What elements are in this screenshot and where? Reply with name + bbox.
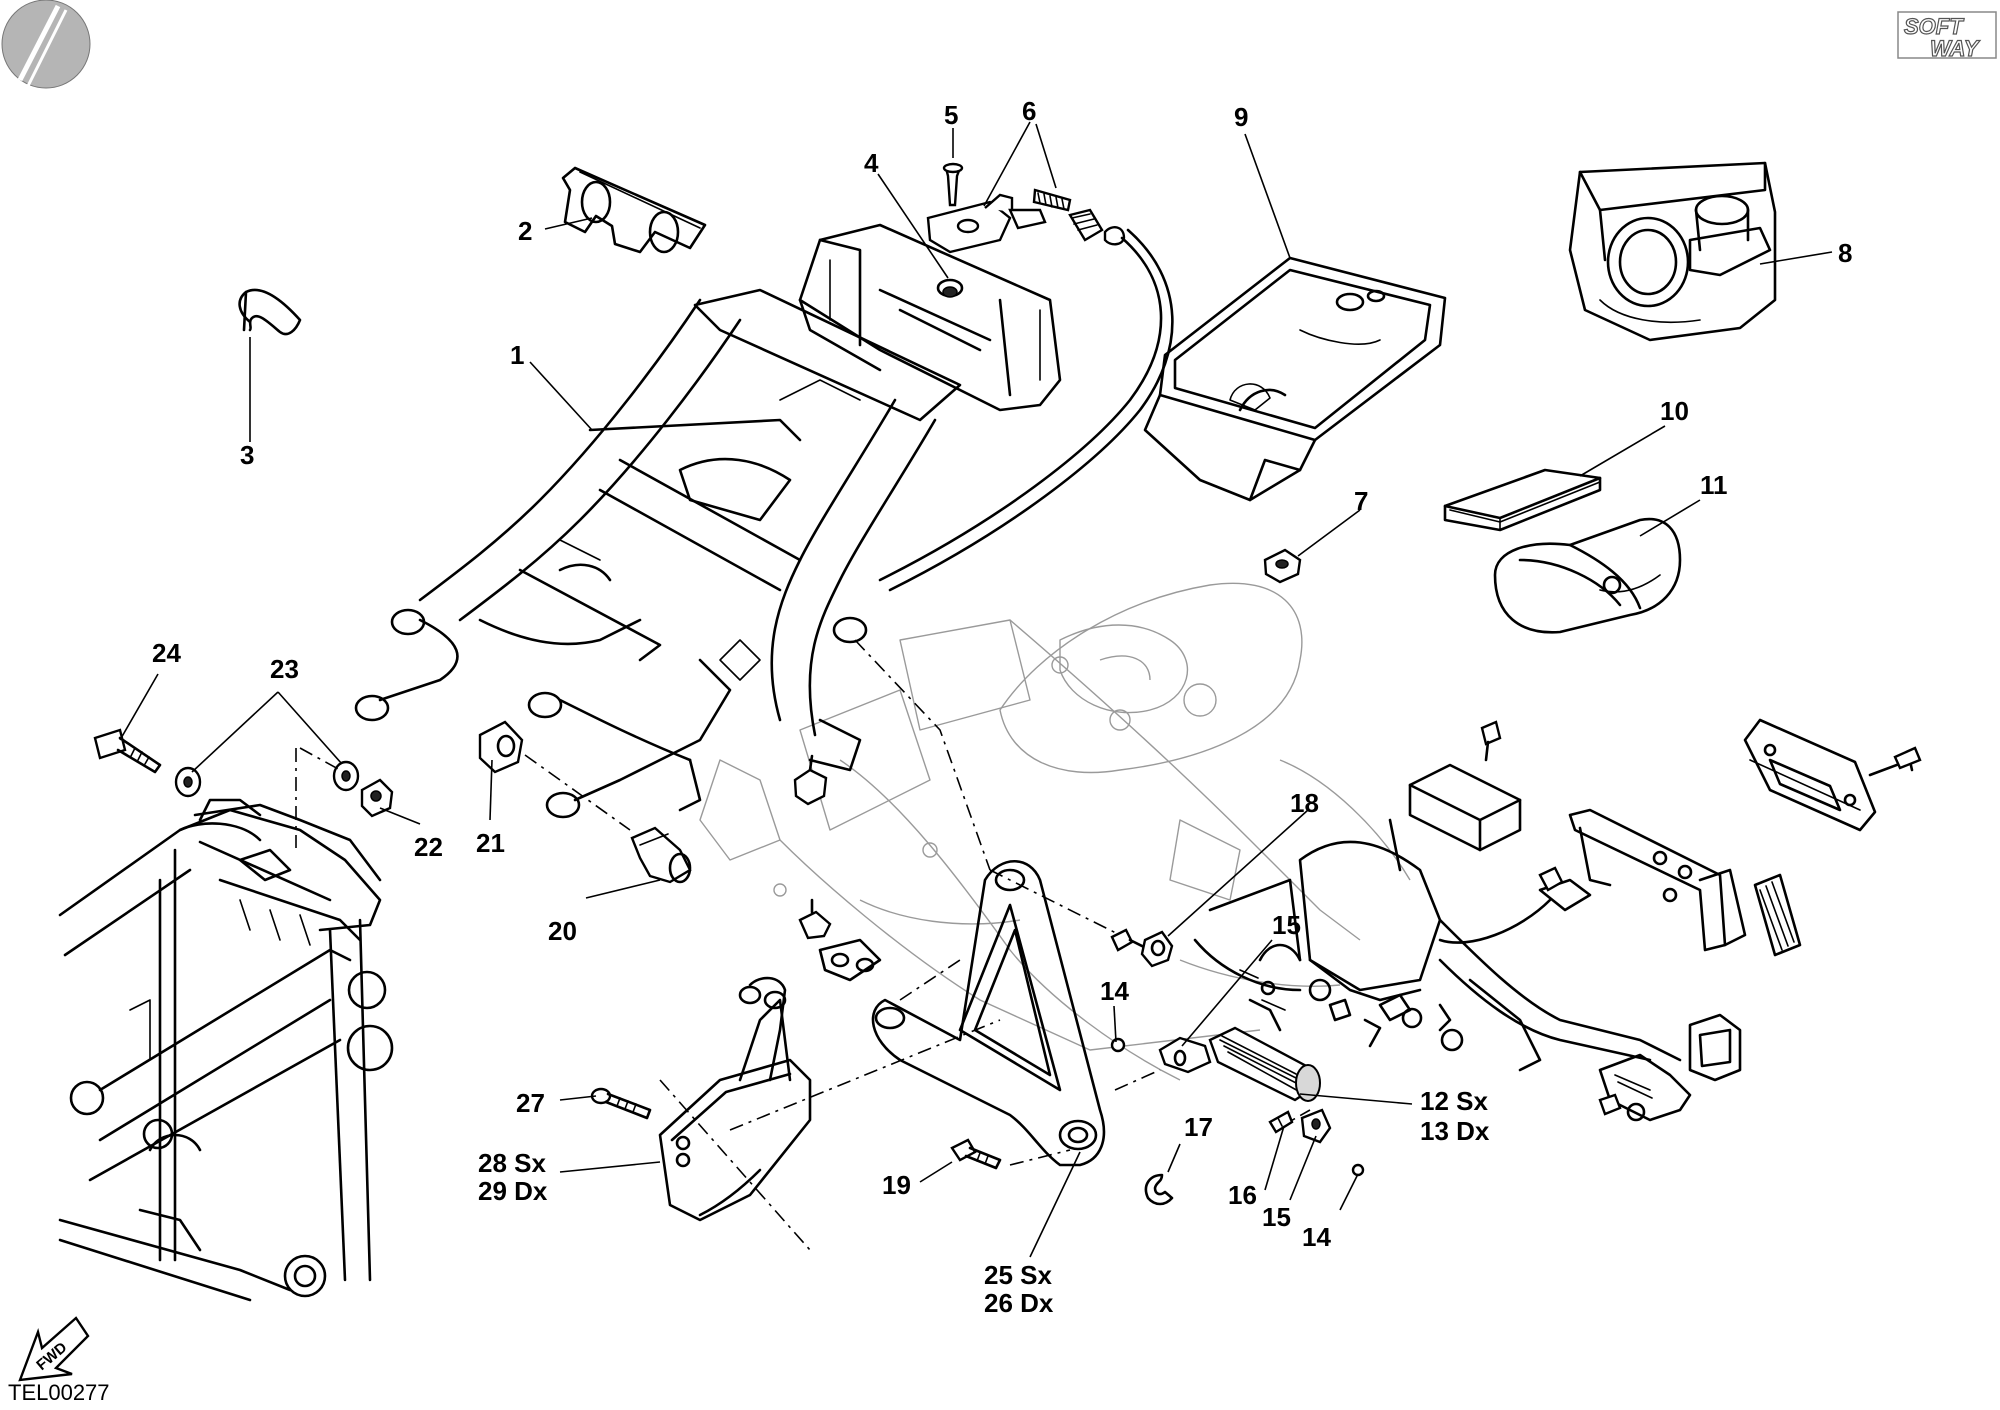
fasteners-left <box>93 720 692 884</box>
part-19-bolt <box>950 1138 1002 1170</box>
callout-26: 26 Dx <box>984 1288 1054 1318</box>
part-9-tray <box>1143 256 1447 502</box>
callout-14b: 14 <box>1302 1222 1331 1252</box>
part-25-footpeg-hanger <box>871 859 1106 1167</box>
callout-17: 17 <box>1184 1112 1213 1142</box>
corner-logo-icon <box>1 0 91 89</box>
callout-20: 20 <box>548 916 577 946</box>
callout-10: 10 <box>1660 396 1689 426</box>
part-2-clamp-bracket <box>561 166 707 254</box>
assembly-axes <box>659 639 1311 1251</box>
callout-labels: 1 2 3 4 5 6 7 8 9 10 11 12 Sx 13 Dx 14 1… <box>152 96 1852 1318</box>
forward-direction-arrow-icon: FWD <box>18 1316 90 1382</box>
misc-fasteners <box>738 754 1452 1082</box>
part-28-heel-guard <box>658 998 812 1222</box>
rear-subframe <box>354 288 962 819</box>
logo-text-bottom: WAY <box>1930 36 1981 61</box>
part-8-housing <box>1568 161 1777 342</box>
part-10-booklet <box>1443 468 1602 532</box>
callout-21: 21 <box>476 828 505 858</box>
callout-19: 19 <box>882 1170 911 1200</box>
softway-logo: SOFT WAY <box>1897 11 1997 62</box>
callout-23: 23 <box>270 654 299 684</box>
main-frame <box>58 798 394 1302</box>
callout-9: 9 <box>1234 102 1248 132</box>
callout-16: 16 <box>1228 1180 1257 1210</box>
part-27-bolt <box>590 1087 652 1120</box>
part-11-tool-bag <box>1493 517 1682 634</box>
part-3-clip <box>238 288 302 336</box>
callout-6: 6 <box>1022 96 1036 126</box>
callout-29: 29 Dx <box>478 1176 548 1206</box>
leader-lines <box>119 121 1833 1258</box>
engine-background-outline <box>699 582 1411 1081</box>
logo-text-top: SOFT <box>1904 14 1964 39</box>
drawing-code: TEL00277 <box>8 1380 110 1405</box>
part-17-clip <box>1144 1173 1174 1206</box>
callout-11: 11 <box>1700 470 1728 500</box>
callout-25: 25 Sx <box>984 1260 1052 1290</box>
callout-8: 8 <box>1838 238 1852 268</box>
part-7-nut <box>1263 548 1302 584</box>
callout-7: 7 <box>1354 486 1368 516</box>
seat-lock-bracket <box>798 223 1062 412</box>
callout-13: 13 Dx <box>1420 1116 1490 1146</box>
callout-14a: 14 <box>1100 976 1129 1006</box>
seat-release-cable <box>878 228 1174 592</box>
seat-lock-parts <box>926 162 1126 298</box>
footpeg-assembly <box>1110 1026 1365 1177</box>
callout-5: 5 <box>944 100 958 130</box>
callout-18: 18 <box>1290 788 1319 818</box>
part-18-bolt <box>1110 928 1174 968</box>
callout-15b: 15 <box>1262 1202 1291 1232</box>
callout-15a: 15 <box>1272 910 1301 940</box>
callout-28: 28 Sx <box>478 1148 546 1178</box>
callout-24: 24 <box>152 638 181 668</box>
callout-12: 12 Sx <box>1420 1086 1488 1116</box>
callout-1: 1 <box>510 340 524 370</box>
callout-27: 27 <box>516 1088 545 1118</box>
rear-plate-cluster <box>1193 718 1922 1122</box>
callout-3: 3 <box>240 440 254 470</box>
callout-4: 4 <box>864 148 879 178</box>
callout-22: 22 <box>414 832 443 862</box>
callout-2: 2 <box>518 216 532 246</box>
